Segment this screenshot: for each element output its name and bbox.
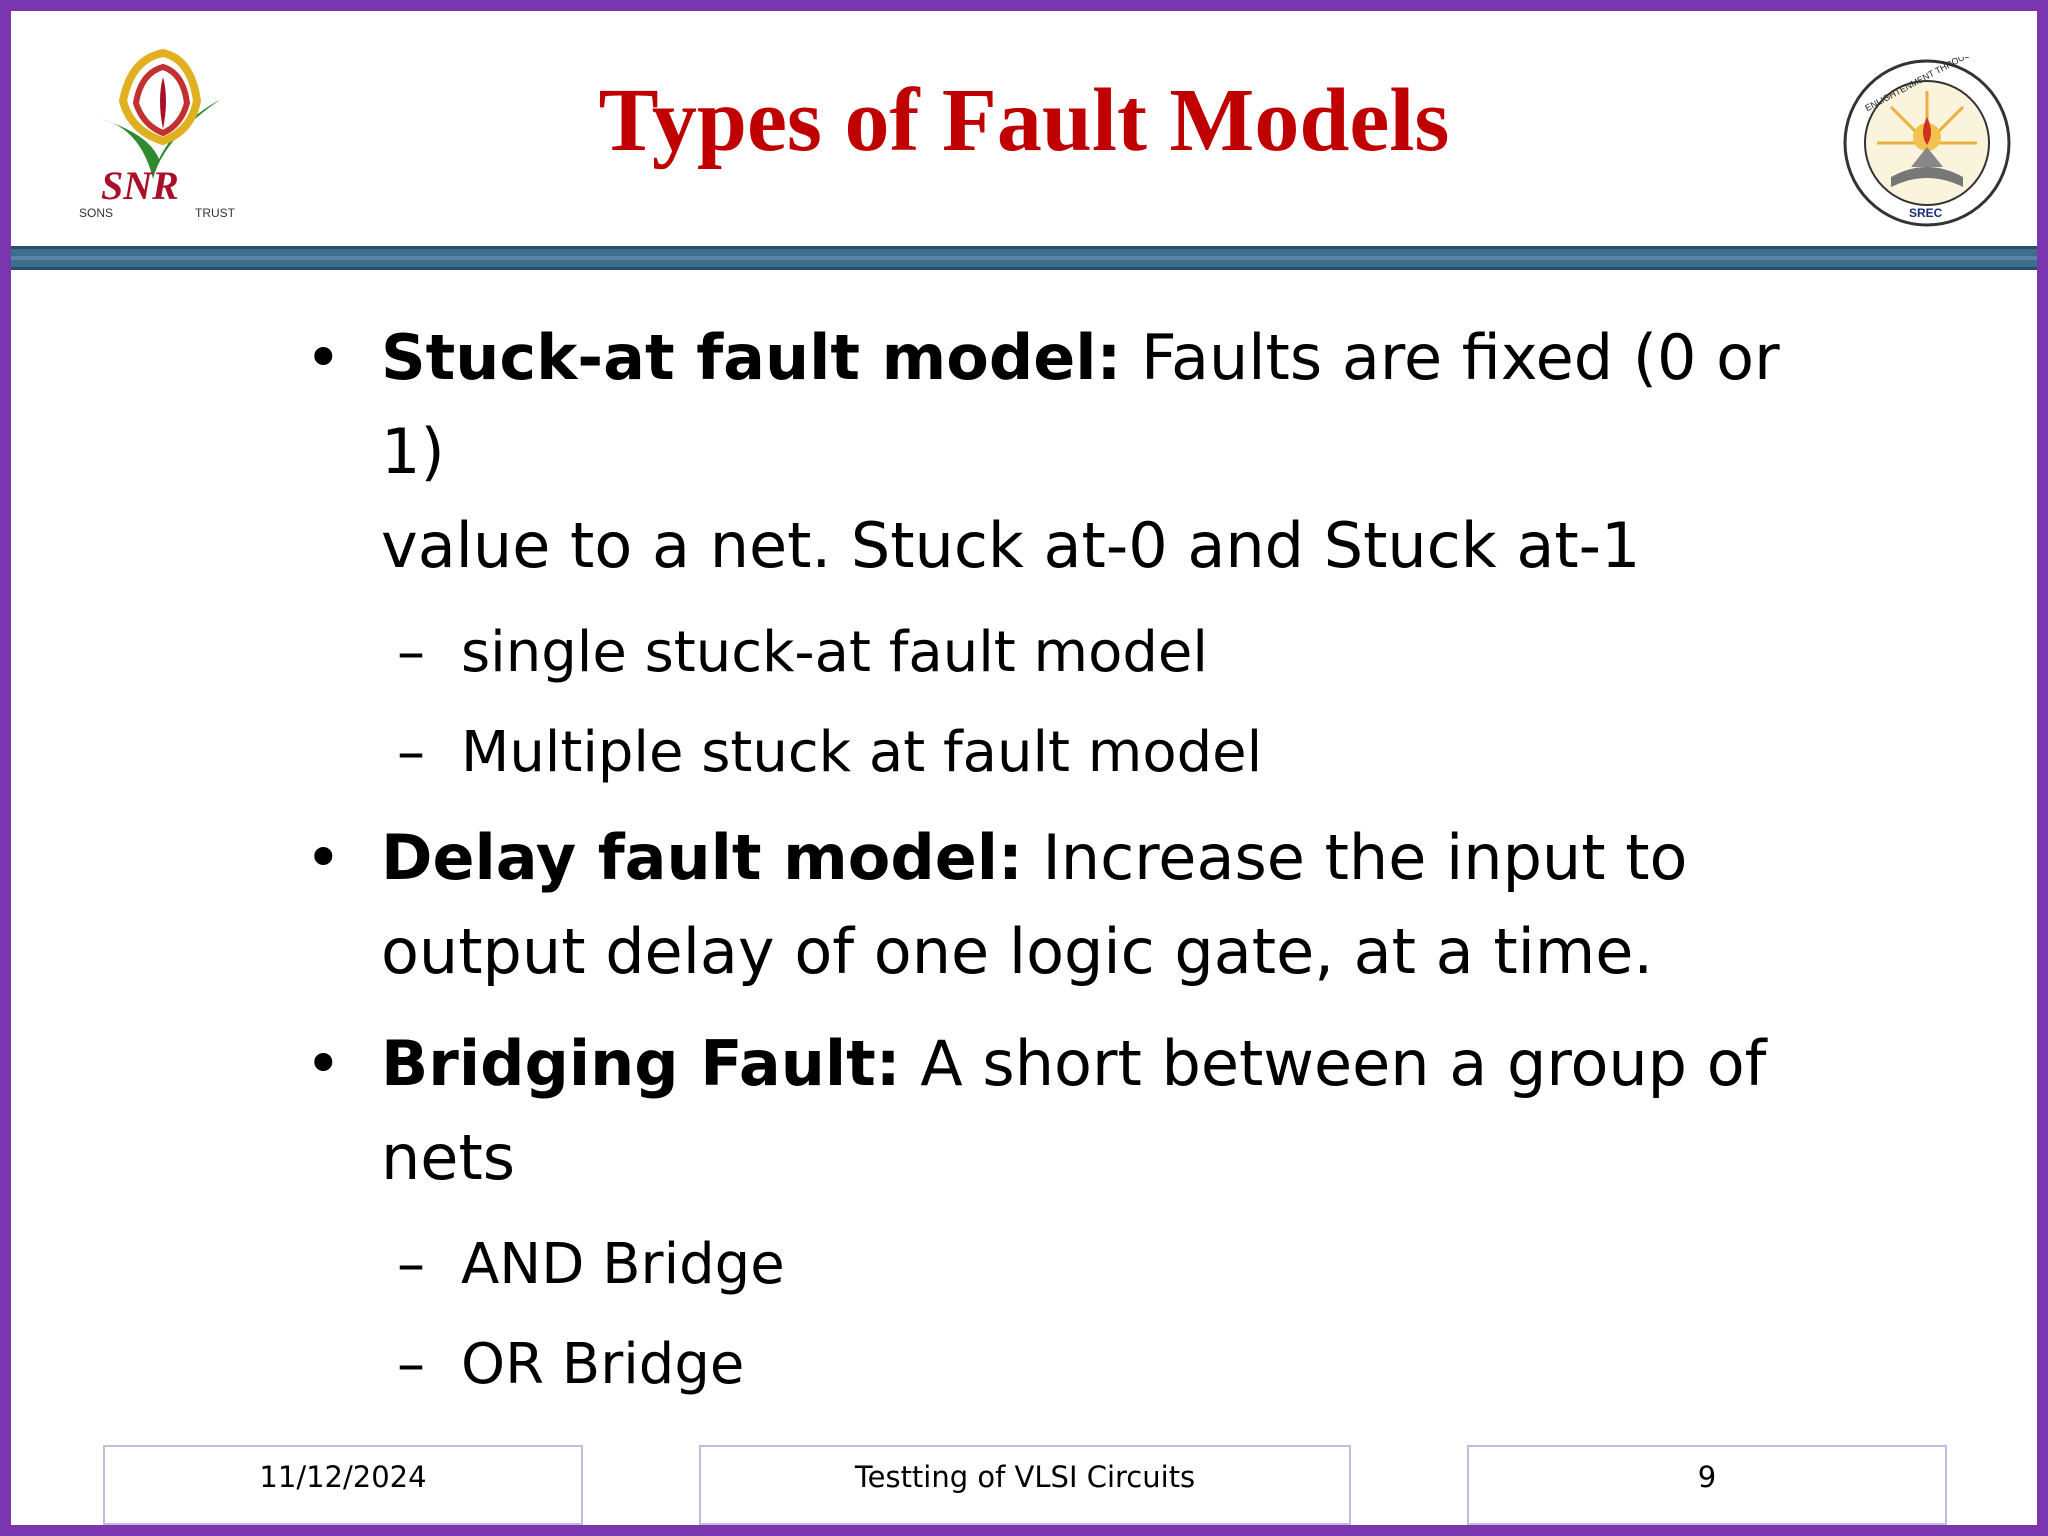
logo-brand-text: SNR <box>101 163 179 208</box>
header-divider <box>11 246 2037 270</box>
sub-bullet: – single stuck-at fault model <box>301 603 1861 703</box>
logo-sub-right: TRUST <box>195 206 236 219</box>
page-title: Types of Fault Models <box>598 71 1450 170</box>
sub-bullet-text: OR Bridge <box>461 1332 745 1397</box>
bullet-text: A short between a group of <box>900 1027 1767 1100</box>
bullet-term: Delay fault model: <box>381 821 1023 894</box>
sub-bullet-dash: – <box>397 620 425 685</box>
slide-content: • Stuck-at fault model: Faults are fixed… <box>301 311 1861 1415</box>
bullet-text-continued: nets <box>381 1121 516 1194</box>
sub-bullet-text: AND Bridge <box>461 1232 785 1297</box>
bullet-delay-fault: • Delay fault model: Increase the input … <box>301 811 1861 999</box>
bullet-term: Bridging Fault: <box>381 1027 901 1100</box>
bullet-dot: • <box>305 1027 342 1100</box>
sub-bullet-dash: – <box>397 720 425 785</box>
logo-sub-left: SONS <box>79 206 113 219</box>
srec-college-seal-logo: ENLIGHTENMENT THROUGH EDUCATION SREC <box>1843 57 2013 227</box>
footer-date: 11/12/2024 <box>103 1445 583 1525</box>
bullet-stuck-at: • Stuck-at fault model: Faults are fixed… <box>301 311 1861 593</box>
footer-course-title: Testting of VLSI Circuits <box>699 1445 1351 1525</box>
sub-bullet-text: single stuck-at fault model <box>461 620 1208 685</box>
bullet-term: Stuck-at fault model: <box>381 321 1122 394</box>
sub-bullet-dash: – <box>397 1232 425 1297</box>
seal-bottom-text: SREC <box>1909 206 1943 220</box>
sub-bullet: – Multiple stuck at fault model <box>301 703 1861 803</box>
sub-bullet-dash: – <box>397 1332 425 1397</box>
sub-bullet-text: Multiple stuck at fault model <box>461 720 1263 785</box>
bullet-text-continued: output delay of one logic gate, at a tim… <box>381 915 1654 988</box>
sub-bullet: – OR Bridge <box>301 1315 1861 1415</box>
snr-sons-trust-logo: SNR SONS TRUST <box>79 48 236 219</box>
bullet-text-continued: value to a net. Stuck at-0 and Stuck at-… <box>381 509 1641 582</box>
sub-bullet: – AND Bridge <box>301 1215 1861 1315</box>
bullet-dot: • <box>305 821 342 894</box>
bullet-bridging-fault: • Bridging Fault: A short between a grou… <box>301 1017 1861 1205</box>
bullet-text: Faults are fixed (0 or 1) <box>381 321 1780 488</box>
bullet-text: Increase the input to <box>1022 821 1688 894</box>
footer-page-number: 9 <box>1467 1445 1947 1525</box>
bullet-dot: • <box>305 321 342 394</box>
slide-header: SNR SONS TRUST Types of Fault Models ENL… <box>11 11 2037 247</box>
